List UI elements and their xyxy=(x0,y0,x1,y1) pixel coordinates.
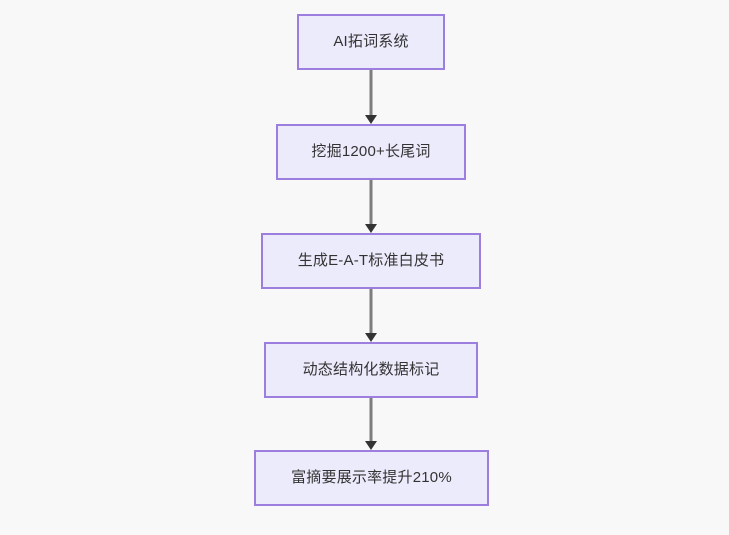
edge-node4-node5 xyxy=(365,398,377,450)
node-label: 动态结构化数据标记 xyxy=(302,361,440,378)
flowchart-node-dynamic-structured-data-markup[interactable]: 动态结构化数据标记 xyxy=(264,342,478,398)
node-label: 富摘要展示率提升210% xyxy=(291,469,452,486)
flowchart-node-generate-eat-whitepaper[interactable]: 生成E-A-T标准白皮书 xyxy=(261,233,481,289)
node-label: 挖掘1200+长尾词 xyxy=(311,143,431,160)
edge-node3-node4 xyxy=(365,289,377,342)
flowchart-node-ai-keyword-system[interactable]: AI拓词系统 xyxy=(297,14,445,70)
flowchart-node-rich-snippet-impression-uplift[interactable]: 富摘要展示率提升210% xyxy=(254,450,489,506)
node-label: AI拓词系统 xyxy=(333,33,409,50)
edge-node1-node2 xyxy=(365,70,377,124)
flowchart-node-mine-longtail-keywords[interactable]: 挖掘1200+长尾词 xyxy=(276,124,466,180)
edge-node2-node3 xyxy=(365,180,377,233)
node-label: 生成E-A-T标准白皮书 xyxy=(297,252,445,269)
